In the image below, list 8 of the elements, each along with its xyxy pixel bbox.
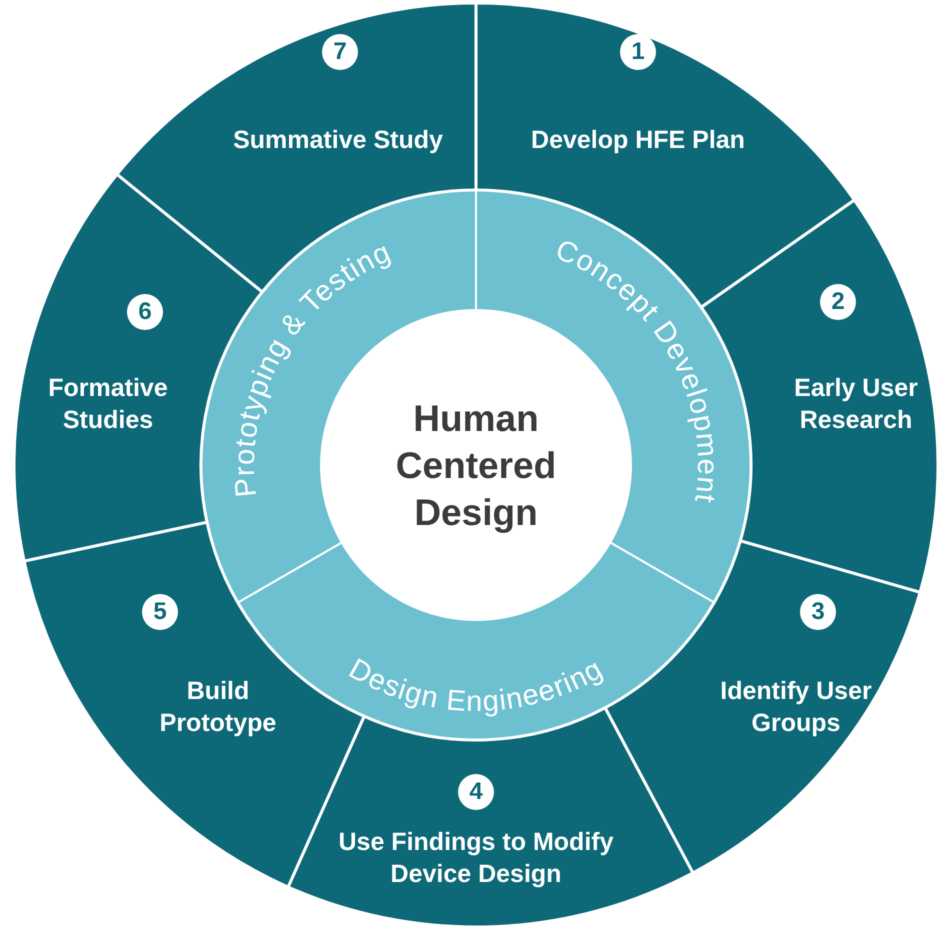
step-label: Formative Studies [47,373,169,436]
center-title: Human Centered Design [394,396,558,535]
step-label: Early User Research [793,373,919,436]
step-label: Build Prototype [158,676,278,739]
step-label: Summative Study [233,125,443,156]
step-label: Identify User Groups [719,676,873,739]
step-label: Develop HFE Plan [531,125,745,156]
step-label: Use Findings to Modify Device Design [338,827,614,890]
